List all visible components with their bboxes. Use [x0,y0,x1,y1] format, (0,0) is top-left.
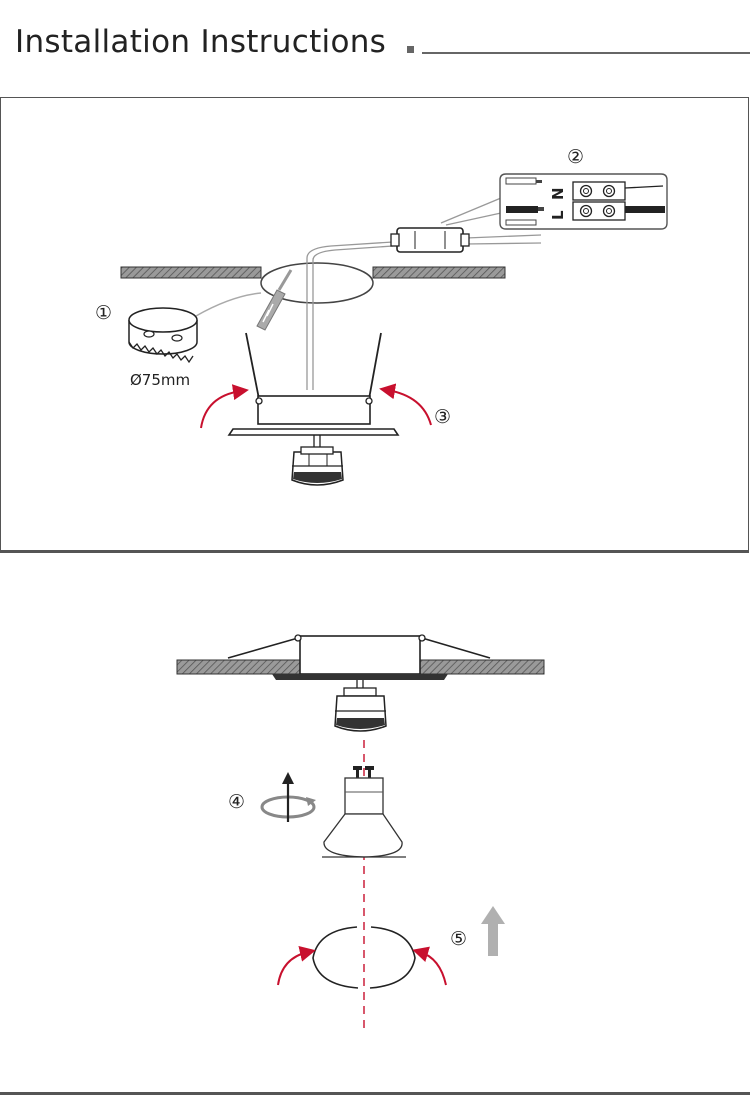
clip-arrow-right [379,383,432,426]
terminal-l-label: L [549,210,567,220]
ring-arrow-left [277,946,316,986]
ring-arrow-right [412,946,447,986]
header: Installation Instructions [0,0,750,80]
downlight-frame [227,332,400,448]
installed-ceiling [176,634,545,690]
step-3-label: ③ [434,406,451,428]
mains-cable [306,197,542,390]
bottom-rule [0,1092,750,1095]
step-5-label: ⑤ [450,928,467,950]
diagram-steps-1-3: N L ② ① Ø75mm [95,146,668,486]
lamp-socket-icon [334,687,387,732]
driver-box-icon [390,227,470,253]
title-rule [422,52,750,54]
step-2-label: ② [567,146,584,168]
page-title: Installation Instructions [15,24,387,60]
step-1-label: ① [95,302,112,324]
hole-saw-icon [128,307,198,364]
hole-size-label: Ø75mm [130,371,190,389]
terminal-block-icon [499,173,668,230]
rotate-icon [260,772,316,822]
gu10-lamp-icon [322,766,406,858]
title-dot [407,46,414,53]
clip-arrow-left [200,384,249,429]
step-4-label: ④ [228,791,245,813]
retaining-clip-icon [312,926,416,989]
terminal-n-label: N [549,187,567,200]
gu10-bulb-icon [291,446,344,486]
step-panel-1-3: N L ② ① Ø75mm [0,97,749,553]
up-arrow-icon [481,906,505,956]
screwdriver-icon [256,269,293,331]
leader-line [195,292,262,317]
